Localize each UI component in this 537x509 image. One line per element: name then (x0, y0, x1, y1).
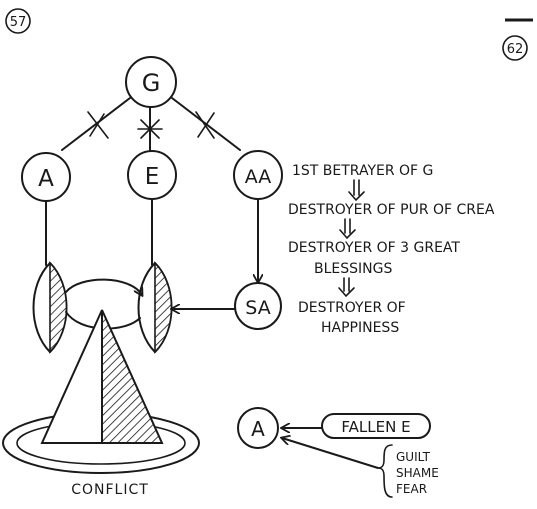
node-a-label: A (38, 166, 54, 192)
down-arrow-1 (349, 180, 364, 200)
node-sa-label: SA (245, 297, 270, 319)
node-g: G (126, 57, 176, 107)
lens-right (139, 263, 172, 352)
feelings-brace (378, 445, 392, 497)
g-to-a-line (62, 98, 130, 150)
feeling-shame: SHAME (396, 466, 439, 480)
chain-item-1: 1ST BETRAYER OF G (292, 163, 433, 179)
feeling-guilt: GUILT (396, 450, 431, 464)
fallen-e-box: FALLEN E (322, 414, 430, 438)
page-number-left: 57 (6, 9, 30, 33)
fallen-e-label: FALLEN E (341, 418, 410, 436)
page-number-left-text: 57 (10, 15, 27, 30)
page-number-right-text: 62 (507, 42, 524, 57)
feelings-to-a-arrow (282, 438, 378, 468)
broken-link-mark-aa (196, 112, 214, 138)
node-a-bottom-label: A (251, 417, 265, 441)
feeling-fear: FEAR (396, 482, 427, 496)
chain-item-4b: HAPPINESS (321, 320, 399, 336)
chain-item-3b: BLESSINGS (314, 261, 392, 277)
chain-item-3: DESTROYER OF 3 GREAT (288, 240, 460, 256)
down-arrow-3 (339, 278, 354, 296)
down-arrow-2 (340, 219, 355, 238)
conflict-loop-top-arrow (66, 280, 142, 295)
node-a: A (22, 153, 70, 201)
node-aa: AA (234, 151, 282, 199)
node-e: E (128, 151, 176, 199)
node-g-label: G (142, 69, 161, 97)
lens-left (34, 263, 67, 352)
node-sa: SA (235, 283, 281, 329)
feelings-list: GUILT SHAME FEAR (396, 450, 439, 496)
node-aa-label: AA (245, 166, 272, 188)
description-chain: 1ST BETRAYER OF G DESTROYER OF PUR OF CR… (288, 163, 495, 336)
node-e-label: E (145, 164, 160, 190)
chain-item-2: DESTROYER OF PUR OF CREA (288, 202, 495, 218)
node-a-bottom: A (238, 408, 278, 448)
page-number-right: 62 (503, 20, 533, 60)
chain-item-4: DESTROYER OF (298, 300, 406, 316)
conflict-label: CONFLICT (71, 482, 149, 498)
